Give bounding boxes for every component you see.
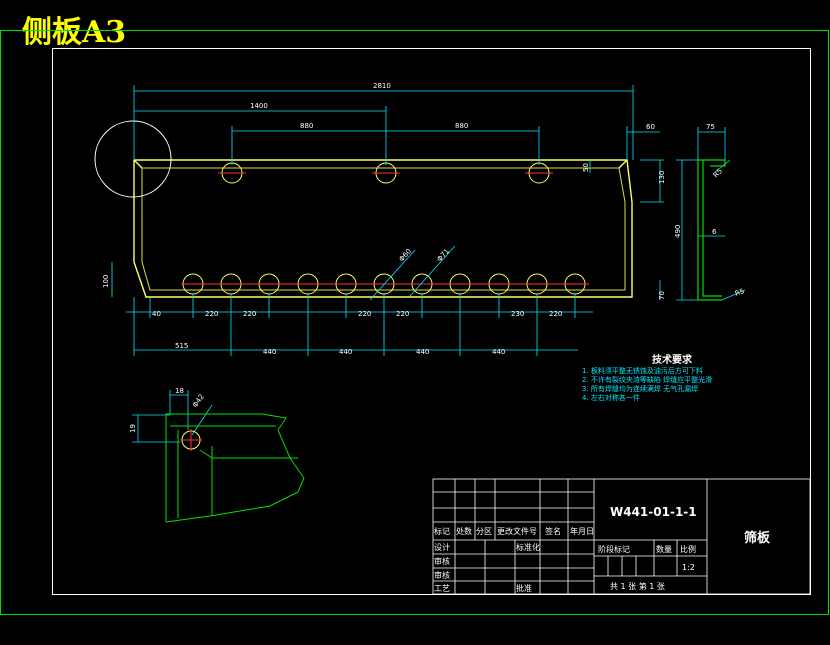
tb-header: 标记 — [434, 526, 450, 536]
dimension-lines — [111, 85, 746, 443]
dim-60: 60 — [646, 123, 655, 131]
technical-notes: 技术要求 1. 板料须平整无锈蚀及油污后方可下料 2. 不许有裂纹夹渣等缺陷 焊… — [582, 356, 782, 403]
note-line: 1. 板料须平整无锈蚀及油污后方可下料 — [582, 367, 703, 375]
dim-phi42: Φ42 — [191, 393, 206, 409]
detail-view — [165, 413, 305, 523]
dim-490: 490 — [674, 225, 682, 238]
dim-40: 40 — [152, 310, 161, 318]
tb-qty: 数量 — [656, 544, 672, 554]
dim-230: 230 — [511, 310, 524, 318]
dim-phi71: Φ71 — [436, 247, 452, 263]
tb-header: 年月日 — [570, 526, 594, 536]
tb-row-label: 设计 — [434, 542, 450, 552]
tb-header: 分区 — [476, 527, 492, 536]
dim-220: 220 — [205, 310, 218, 318]
dim-overall: 2810 — [373, 82, 391, 90]
tb-row-label: 批准 — [516, 583, 532, 593]
outer-border — [0, 30, 829, 615]
dim-radius: R5 — [712, 167, 724, 179]
dim-70: 70 — [658, 291, 666, 300]
title-block — [432, 478, 811, 595]
tb-header: 处数 — [456, 526, 472, 536]
drawing-title: 侧板A3 — [22, 15, 127, 50]
dim-440: 440 — [416, 348, 429, 356]
detail-circle — [94, 120, 172, 198]
inner-border — [52, 48, 811, 595]
dim-1400: 1400 — [250, 102, 268, 110]
dim-130: 130 — [658, 171, 666, 184]
tb-header: 更改文件号 — [497, 526, 537, 536]
tb-sheets: 共 1 张 第 1 张 — [610, 581, 665, 591]
dim-880: 880 — [300, 122, 313, 130]
tb-stage: 阶段标记 — [598, 544, 630, 554]
dim-6: 6 — [712, 228, 717, 236]
dim-220: 220 — [549, 310, 562, 318]
hole-centerlines — [181, 172, 589, 285]
dim-440: 440 — [339, 348, 352, 356]
tb-row-label: 工艺 — [434, 584, 450, 593]
drawing-number: W441-01-1-1 — [610, 505, 697, 519]
dim-19: 19 — [129, 424, 137, 433]
tb-scale-label: 比例 — [680, 544, 696, 554]
dim-100: 100 — [102, 275, 110, 288]
dim-18: 18 — [175, 387, 184, 395]
holes — [182, 162, 586, 295]
title-block-text: 标记 处数 分区 更改文件号 签名 年月日 设计 标准化 审核 审核 工艺 批准… — [434, 505, 771, 593]
dim-440: 440 — [263, 348, 276, 356]
dim-880: 880 — [455, 122, 468, 130]
note-line: 2. 不许有裂纹夹渣等缺陷 焊缝应平整光滑 — [582, 376, 713, 384]
dim-440: 440 — [492, 348, 505, 356]
dim-515: 515 — [175, 342, 188, 350]
dim-phi60: Φ60 — [398, 247, 414, 263]
notes-heading: 技术要求 — [652, 355, 692, 366]
dim-50: 50 — [582, 163, 590, 172]
side-plate-outline — [133, 159, 633, 298]
dim-220: 220 — [243, 310, 256, 318]
dim-220: 220 — [396, 310, 409, 318]
dimension-texts: 2810 1400 880 880 60 75 130 50 490 6 R5 … — [102, 82, 745, 433]
tb-row-label: 审核 — [434, 570, 450, 580]
tb-scale: 1:2 — [682, 563, 695, 572]
tb-header: 签名 — [545, 526, 561, 536]
dim-220: 220 — [358, 310, 371, 318]
dim-75: 75 — [706, 123, 715, 131]
tb-row-label: 审核 — [434, 556, 450, 566]
note-line: 4. 左右对称各一件 — [582, 394, 640, 402]
note-line: 3. 所有焊缝均为连续满焊 无气孔漏焊 — [582, 385, 699, 393]
dim-radius: R5 — [734, 287, 746, 298]
part-name: 筛板 — [744, 530, 771, 546]
side-view-profile — [697, 159, 726, 301]
tb-row-label: 标准化 — [516, 542, 540, 552]
